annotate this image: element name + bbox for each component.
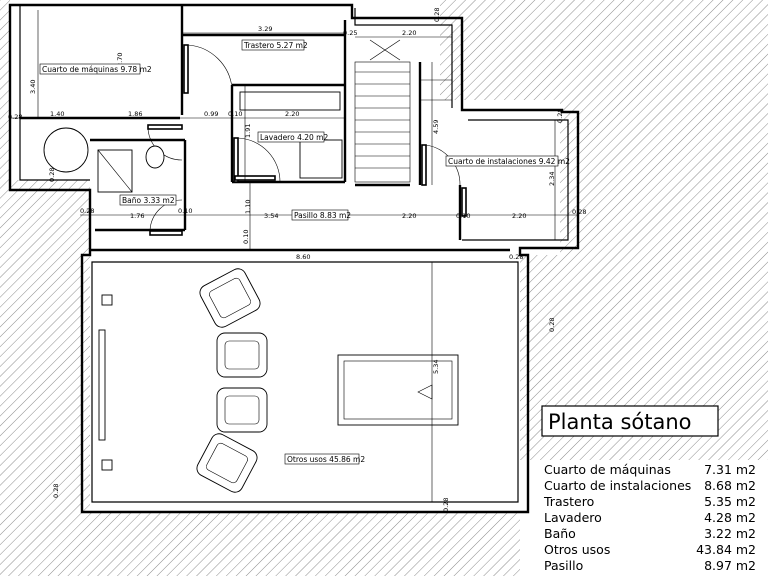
svg-text:2.20: 2.20: [285, 110, 299, 118]
legend-room-area: 8.68 m2: [704, 478, 756, 493]
legend-room-area: 4.28 m2: [704, 510, 756, 525]
armchair-2: [216, 332, 268, 378]
wall-unit: [98, 329, 106, 441]
svg-text:5.34: 5.34: [432, 360, 440, 374]
plan-title: Planta sótano: [541, 405, 719, 437]
column: [101, 294, 113, 306]
room-labels: Cuarto de máquinas 9.78 m2 Trastero 5.27…: [39, 39, 570, 465]
room-label-otros-usos: Otros usos 45.86 m2: [287, 455, 365, 464]
washing-machine: [299, 139, 343, 179]
svg-text:1.76: 1.76: [130, 212, 144, 220]
dimension-labels: 3.29 0.28 0.25 2.20 3.40 2.70 0.28 1.40 …: [8, 8, 586, 512]
svg-text:0.10: 0.10: [456, 212, 470, 220]
legend-room-name: Cuarto de instalaciones: [544, 478, 691, 493]
legend-room-name: Trastero: [543, 494, 594, 509]
furniture: [43, 91, 459, 493]
shelf: [239, 91, 341, 111]
svg-text:1.86: 1.86: [128, 110, 142, 118]
svg-text:8.60: 8.60: [296, 253, 310, 261]
svg-text:2.20: 2.20: [402, 212, 416, 220]
svg-text:1.91: 1.91: [244, 124, 252, 138]
svg-text:0.25: 0.25: [343, 29, 357, 37]
legend-room-name: Otros usos: [544, 542, 610, 557]
svg-text:0.28: 0.28: [8, 113, 22, 121]
svg-text:3.54: 3.54: [264, 212, 278, 220]
armchair-4: [196, 433, 258, 493]
legend-room-area: 3.22 m2: [704, 526, 756, 541]
armchair-1: [199, 268, 261, 328]
svg-text:3.29: 3.29: [258, 25, 272, 33]
legend-room-area: 8.97 m2: [704, 558, 756, 573]
legend-room-area: 7.31 m2: [704, 462, 756, 477]
room-label-pasillo: Pasillo 8.83 m2: [294, 211, 351, 220]
svg-text:0.28: 0.28: [433, 8, 441, 22]
doors: [147, 44, 467, 236]
svg-text:0.28: 0.28: [556, 109, 564, 123]
svg-text:2.34: 2.34: [548, 172, 556, 186]
legend-room-name: Baño: [544, 526, 576, 541]
svg-text:0.99: 0.99: [204, 110, 218, 118]
column-2: [101, 459, 113, 471]
legend-room-area: 5.35 m2: [704, 494, 756, 509]
pool-table: [337, 354, 459, 426]
svg-text:0.28: 0.28: [442, 498, 450, 512]
svg-text:2.20: 2.20: [402, 29, 416, 37]
room-label-cuarto-maquinas: Cuarto de máquinas 9.78 m2: [42, 65, 152, 74]
svg-text:4.59: 4.59: [432, 120, 440, 134]
svg-text:1.40: 1.40: [50, 110, 64, 118]
svg-text:2.70: 2.70: [116, 53, 124, 67]
title-text: Planta sótano: [548, 410, 692, 434]
svg-text:0.28: 0.28: [548, 318, 556, 332]
room-label-lavadero: Lavadero 4.20 m2: [260, 133, 328, 142]
svg-text:3.40: 3.40: [29, 80, 37, 94]
legend-room-name: Pasillo: [544, 558, 583, 573]
svg-text:0.10: 0.10: [228, 110, 242, 118]
svg-text:1.10: 1.10: [244, 200, 252, 214]
toilet: [145, 145, 165, 169]
legend-room-area: 43.84 m2: [696, 542, 756, 557]
area-legend: Cuarto de máquinas 7.31 m2 Cuarto de insta…: [543, 462, 756, 573]
svg-text:0.28: 0.28: [48, 168, 56, 182]
staircase: [354, 39, 452, 183]
svg-text:2.20: 2.20: [512, 212, 526, 220]
armchair-3: [216, 387, 268, 433]
legend-room-name: Cuarto de máquinas: [544, 462, 671, 477]
svg-text:0.10: 0.10: [242, 230, 250, 244]
svg-text:0.10: 0.10: [178, 207, 192, 215]
room-label-cuarto-instalaciones: Cuarto de instalaciones 9.42 m2: [448, 157, 570, 166]
room-label-bano: Baño 3.33 m2: [122, 196, 175, 205]
svg-text:0.28: 0.28: [52, 484, 60, 498]
legend-room-name: Lavadero: [544, 510, 602, 525]
svg-text:0.28: 0.28: [509, 253, 523, 261]
svg-text:0.28: 0.28: [572, 208, 586, 216]
room-label-trastero: Trastero 5.27 m2: [243, 41, 308, 50]
svg-text:0.28: 0.28: [80, 207, 94, 215]
boiler-tank: [43, 127, 89, 173]
